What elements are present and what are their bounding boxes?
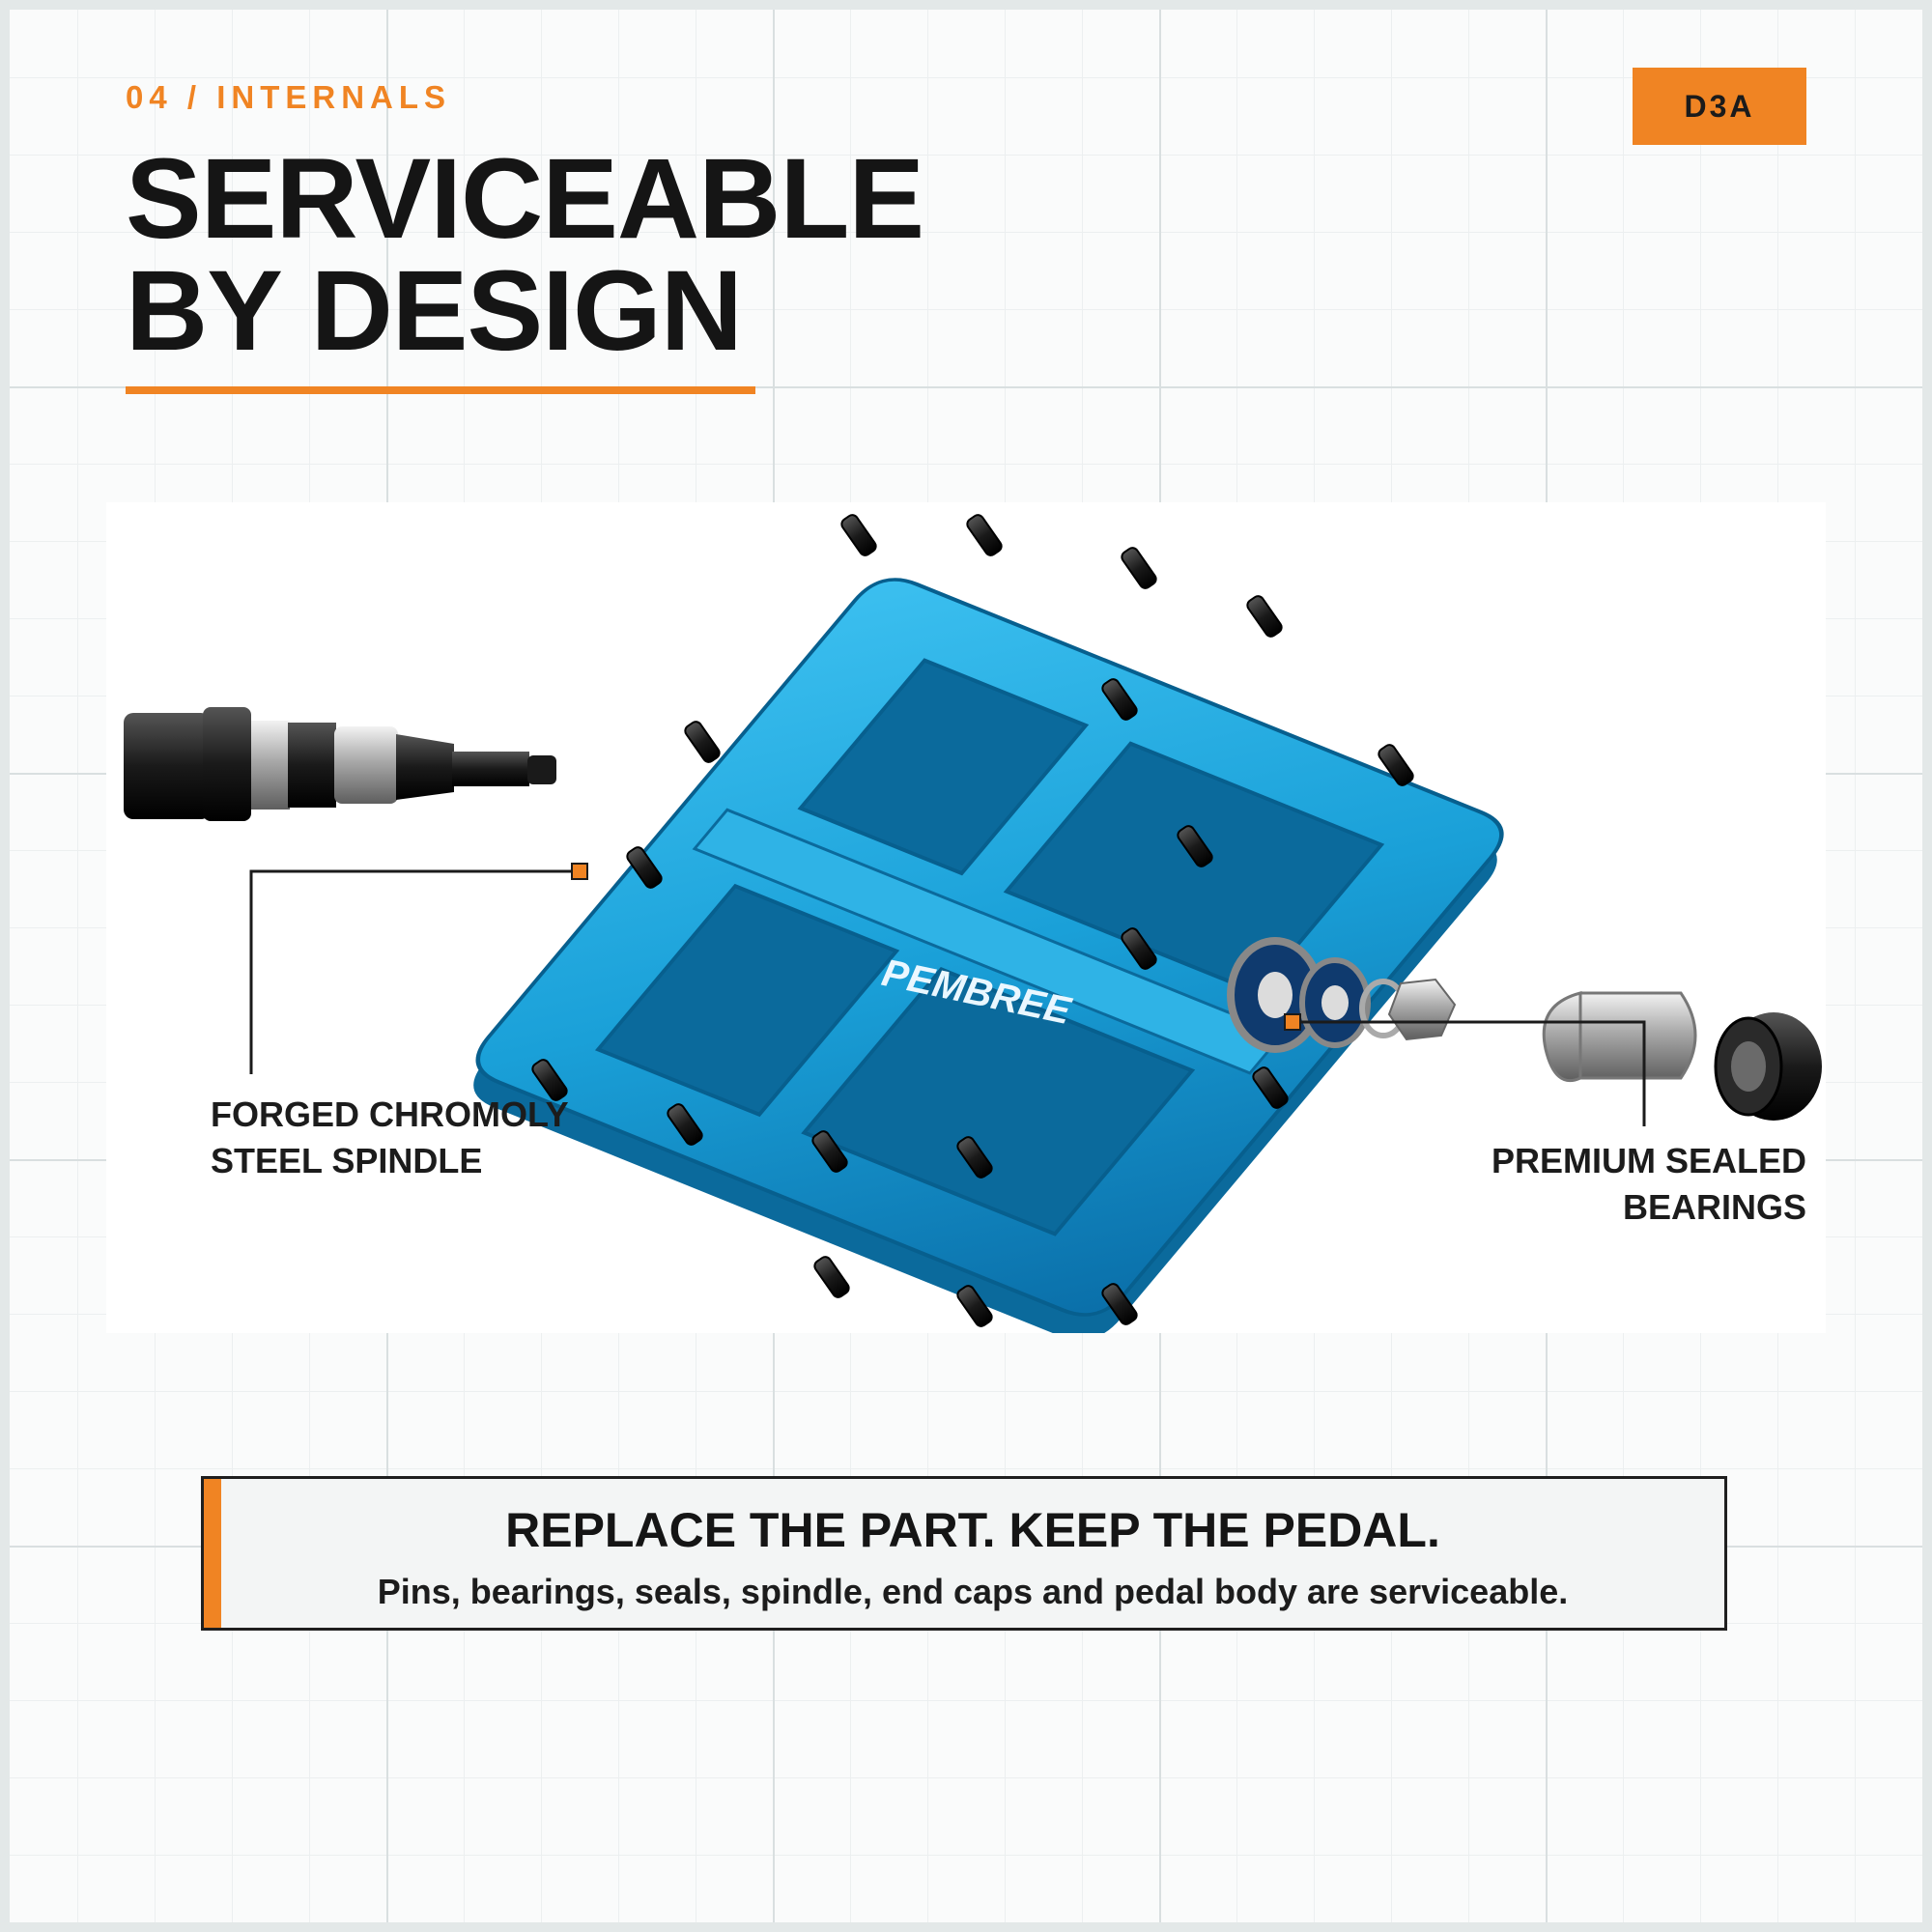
model-badge: D3A — [1633, 68, 1806, 145]
bearings-callout: PREMIUM SEALED BEARINGS — [1492, 1138, 1806, 1231]
spindle-callout: FORGED CHROMOLY STEEL SPINDLE — [211, 1092, 569, 1184]
message-banner: REPLACE THE PART. KEEP THE PEDAL. Pins, … — [201, 1476, 1727, 1631]
spindle-callout-line-1: FORGED CHROMOLY — [211, 1094, 569, 1134]
banner-subline: Pins, bearings, seals, spindle, end caps… — [377, 1572, 1569, 1611]
banner-headline: REPLACE THE PART. KEEP THE PEDAL. — [505, 1503, 1440, 1557]
banner-accent-bar — [204, 1479, 221, 1628]
title-line-2: BY DESIGN — [126, 247, 743, 375]
title-line-1: SERVICEABLE — [126, 135, 924, 263]
spindle-marker — [571, 863, 588, 880]
traction-pins — [531, 514, 1414, 1327]
bearing-marker — [1284, 1013, 1301, 1031]
title-underline — [126, 386, 755, 394]
bearings-callout-line-1: PREMIUM SEALED — [1491, 1141, 1806, 1180]
exploded-pedal-illustration: PEMBREE — [124, 514, 1822, 1333]
end-cap — [1714, 1012, 1822, 1121]
steel-spindle — [124, 707, 556, 821]
spindle-callout-line-2: STEEL SPINDLE — [211, 1141, 483, 1180]
page-canvas: 04 / INTERNALS D3A SERVICEABLE BY DESIGN — [10, 10, 1922, 1922]
section-eyebrow: 04 / INTERNALS — [126, 79, 452, 115]
pedal-body — [473, 578, 1504, 1333]
exploded-view-panel: PEMBREE — [106, 502, 1826, 1333]
leader-lines — [249, 869, 1646, 1126]
sealed-bearings — [1227, 937, 1697, 1083]
bearings-callout-line-2: BEARINGS — [1622, 1187, 1806, 1227]
page-title: SERVICEABLE BY DESIGN — [126, 135, 924, 375]
